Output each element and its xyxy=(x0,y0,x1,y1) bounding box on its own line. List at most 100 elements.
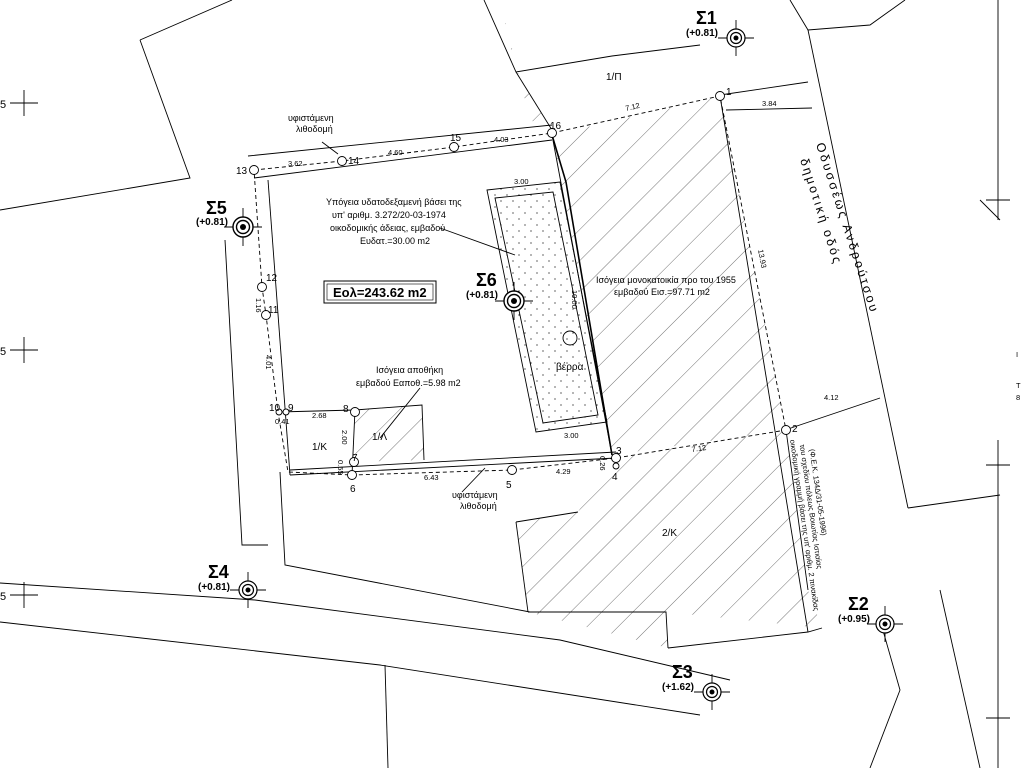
vertex-label: 16 xyxy=(550,121,562,132)
dimension-label: 0.55 xyxy=(336,460,345,475)
dimension-label: 0.41 xyxy=(275,417,290,426)
wall-top-line-2: λιθοδομή xyxy=(296,124,333,134)
vertex-labels: 1 2 3 4 5 6 7 8 9 10 11 12 13 14 15 16 xyxy=(236,87,798,495)
vertex-4 xyxy=(612,462,620,470)
vertex-label: 14 xyxy=(348,156,360,167)
margin-tick-label: 5 xyxy=(0,99,6,111)
vertex-label: 9 xyxy=(288,403,294,414)
dimension-label: 6.43 xyxy=(424,473,439,482)
wall-bottom-label: υφιστάμενη λιθοδομή xyxy=(452,490,498,511)
vertex-label: 15 xyxy=(450,133,462,144)
vertex-3 xyxy=(611,453,621,463)
station-s6: Σ6 (+0.81) xyxy=(466,270,533,320)
vertex-label: 11 xyxy=(268,305,279,316)
vertex-label: 7 xyxy=(352,453,358,464)
station-name: Σ3 xyxy=(672,662,693,682)
station-name: Σ1 xyxy=(696,8,717,28)
street-label: δημοτική οδός Οδυσσέως Ανδρούτσου xyxy=(797,141,882,316)
vertex-label: 8 xyxy=(343,404,349,415)
margin-tick-label: 5 xyxy=(0,346,6,358)
dimension-labels: 7.12 3.84 13.93 4.12 7.12 0.26 4.29 6.43… xyxy=(254,99,839,482)
storage-line-2: εμβαδού Εαποθ.=5.98 m2 xyxy=(356,378,461,388)
vertex-label: 10 xyxy=(269,403,281,414)
parcel-label: 1/Π xyxy=(606,72,622,83)
buildings xyxy=(267,95,823,649)
station-s5: Σ5 (+0.81) xyxy=(196,198,262,246)
station-elevation: (+0.95) xyxy=(838,614,870,625)
neighbour-lots xyxy=(0,0,1001,768)
right-fragment-text: T xyxy=(1016,381,1021,390)
dimension-label: 7.12 xyxy=(691,443,707,454)
parcel-labels: 1/Π 1/Κ 1/Λ 2/Κ xyxy=(312,72,677,539)
stone-walls xyxy=(247,124,617,476)
margin-grid-ticks: 5 5 5 xyxy=(0,90,38,608)
vertex-2 xyxy=(781,425,791,435)
vertex-12 xyxy=(257,282,267,292)
station-elevation: (+0.81) xyxy=(196,217,228,228)
vertex-label: 3 xyxy=(616,446,622,457)
dimension-label: 10.00 xyxy=(570,290,579,309)
vertex-8 xyxy=(350,407,360,417)
tank-area xyxy=(487,182,607,432)
wall-bottom-line-1: υφιστάμενη xyxy=(452,490,498,500)
vertex-6 xyxy=(347,470,357,480)
station-s2: Σ2 (+0.95) xyxy=(838,594,903,642)
house-label: Ισόγεια μονοκατοικία προ του 1955 εμβαδο… xyxy=(596,275,736,297)
parcel-label: 1/Κ xyxy=(312,442,327,453)
tank-label: Υπόγεια υδατοδεξαμενή βάσει της υπ' αριθ… xyxy=(326,197,462,246)
vertex-7 xyxy=(349,457,359,467)
house-line-2: εμβαδού Εισ.=97.71 m2 xyxy=(614,287,710,297)
wall-top-label: υφιστάμενη λιθοδομή xyxy=(288,113,334,134)
station-s4: Σ4 (+0.81) xyxy=(198,562,266,608)
leader-lines xyxy=(321,141,516,493)
tank-line-3: οικοδομικής άδειας, εμβαδού xyxy=(330,223,445,233)
dimension-label: 13.93 xyxy=(756,249,768,269)
station-s3: Σ3 (+1.62) xyxy=(662,662,730,710)
vertex-1 xyxy=(715,91,725,101)
parcel-1p-hatch xyxy=(500,0,552,130)
lot-boundary xyxy=(253,95,787,476)
station-name: Σ5 xyxy=(206,198,227,218)
vertex-10 xyxy=(275,408,283,416)
station-name: Σ2 xyxy=(848,594,869,614)
dimension-label: 4.03 xyxy=(494,135,509,144)
right-fragment-text: I xyxy=(1016,350,1018,359)
dimension-label: 4.01 xyxy=(264,355,273,370)
house-line-1: Ισόγεια μονοκατοικία προ του 1955 xyxy=(596,275,736,285)
vertex-label: 12 xyxy=(266,273,278,284)
vertex-9 xyxy=(282,408,290,416)
right-edge-fragment: I T 8 xyxy=(986,0,1021,768)
parcel-label: 1/Λ xyxy=(372,432,387,443)
vertex-label: 5 xyxy=(506,480,512,491)
station-name: Σ4 xyxy=(208,562,229,582)
vertex-13 xyxy=(249,165,259,175)
wall-bottom-line-2: λιθοδομή xyxy=(460,501,497,511)
vertex-11 xyxy=(261,310,271,320)
parcel-2k-hatch xyxy=(516,430,822,648)
vertex-markers xyxy=(249,91,791,480)
vertex-16 xyxy=(547,128,557,138)
tank-line-1: Υπόγεια υδατοδεξαμενή βάσει της xyxy=(326,197,462,207)
dimension-label: 3.00 xyxy=(564,431,579,440)
storage-label: Ισόγεια αποθήκη εμβαδού Εαποθ.=5.98 m2 xyxy=(356,365,461,388)
parcel-label: 2/Κ xyxy=(662,528,677,539)
dimension-label: 3.84 xyxy=(762,99,777,108)
vertex-label: 2 xyxy=(792,424,798,435)
dimension-label: 4.60 xyxy=(388,148,403,157)
dimension-label: 3.00 xyxy=(514,177,529,186)
tank-line-2: υπ' αριθμ. 3.272/20-03-1974 xyxy=(332,210,446,220)
well-circle xyxy=(562,330,578,346)
well-label: βέρρα xyxy=(556,361,584,373)
station-elevation: (+0.81) xyxy=(198,582,230,593)
vertex-15 xyxy=(449,142,459,152)
station-name: Σ6 xyxy=(476,270,497,290)
dimension-label: 4.29 xyxy=(556,467,571,476)
dimension-label: 2.00 xyxy=(340,430,349,445)
dimension-label: 3.62 xyxy=(288,159,303,168)
vertex-label: 1 xyxy=(726,87,732,98)
area-total-box: Εολ=243.62 m2 xyxy=(323,280,437,304)
dimension-label: 1.16 xyxy=(254,298,263,313)
dimension-label: 7.12 xyxy=(624,101,640,113)
vertex-label: 6 xyxy=(350,484,356,495)
